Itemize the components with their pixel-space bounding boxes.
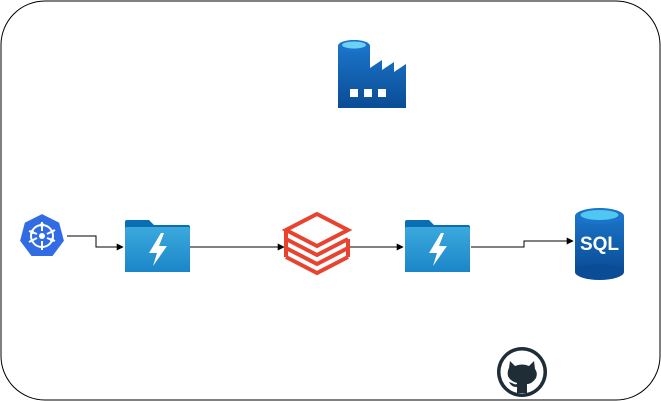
data-lake-storage-icon-1 bbox=[125, 220, 190, 272]
databricks-icon bbox=[281, 211, 353, 276]
github-icon bbox=[497, 347, 547, 397]
data-factory-icon bbox=[338, 40, 406, 108]
sql-label: SQL bbox=[580, 234, 619, 255]
edge-storage2-to-sql bbox=[471, 237, 574, 248]
sql-database-icon: SQL bbox=[575, 208, 624, 280]
connectors bbox=[67, 235, 574, 251]
kubernetes-icon bbox=[17, 211, 67, 258]
edge-kubernetes-to-storage1 bbox=[67, 235, 124, 251]
data-lake-storage-icon-2 bbox=[405, 220, 470, 272]
